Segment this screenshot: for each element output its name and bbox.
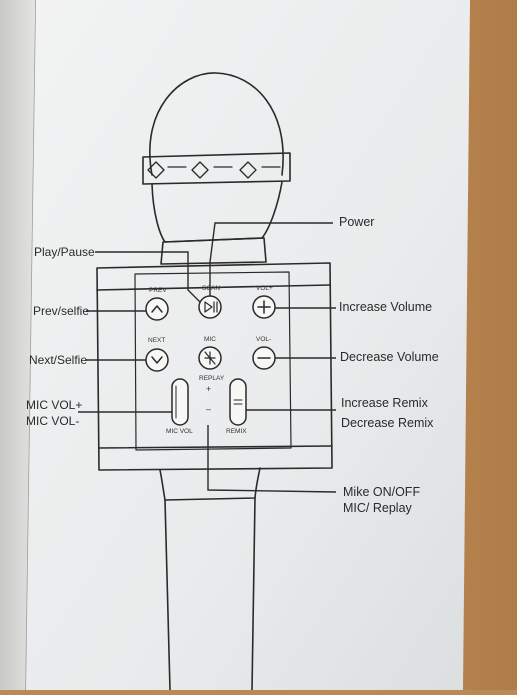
panel-scan-label: SCAN	[202, 285, 221, 292]
panel-remix-label: REMIX	[226, 428, 247, 435]
chevron-up-icon	[151, 305, 163, 313]
panel-mic-label: MIC	[204, 336, 216, 343]
mic-vol-slider	[171, 378, 189, 426]
decrease-remix-label: Decrease Remix	[341, 416, 434, 430]
next-button	[145, 348, 169, 372]
mic-grill-ring	[142, 152, 291, 185]
play-pause-line	[95, 251, 201, 303]
remix-slider	[229, 378, 247, 426]
increase-remix-label: Increase Remix	[341, 396, 428, 410]
prev-button	[145, 297, 169, 321]
plus-icon	[257, 300, 271, 314]
mic-taper	[159, 467, 261, 501]
mic-handle	[164, 497, 256, 691]
mic-vol-minus-label: MIC VOL-	[26, 414, 80, 428]
mike-on-off-line	[207, 425, 337, 493]
panel-vol-plus-label: VOL+	[256, 285, 273, 292]
panel-mic-vol-label: MIC VOL	[166, 428, 193, 435]
next-selfie-label: Next/Selfie	[29, 353, 88, 367]
control-faceplate	[134, 271, 292, 451]
mic-head-outline	[149, 72, 284, 176]
panel-minus-label: –	[206, 404, 212, 414]
remix-grip	[233, 399, 243, 405]
mic-ring-pattern	[147, 161, 281, 179]
scan-button	[198, 295, 222, 319]
mic-collar	[160, 237, 267, 265]
power-label: Power	[339, 215, 375, 229]
mike-on-off-label: Mike ON/OFF	[343, 485, 421, 499]
box-side-face	[0, 0, 36, 690]
chevron-down-icon	[151, 356, 163, 364]
control-body	[96, 262, 333, 471]
callout-lines	[78, 222, 337, 493]
decrease-volume-label: Decrease Volume	[340, 350, 439, 364]
play-pause-icon	[204, 301, 218, 313]
mic-vol-plus-label: MIC VOL+	[26, 398, 83, 412]
panel-prev-label: PREV	[149, 287, 167, 294]
panel-vol-minus-label: VOL-	[256, 336, 272, 343]
panel-next-label: NEXT	[148, 337, 166, 344]
panel-replay-label: REPLAY	[199, 375, 225, 382]
increase-volume-label: Increase Volume	[339, 300, 433, 314]
box-front-face	[26, 0, 470, 690]
mic-replay-label: MIC/ Replay	[343, 501, 412, 515]
button-symbols	[151, 300, 271, 419]
play-pause-label: Play/Pause	[34, 245, 95, 259]
panel-plus-label: +	[206, 384, 212, 394]
prev-selfie-label: Prev/selfie	[33, 304, 90, 318]
mic-symbol-icon	[204, 351, 216, 365]
power-line	[209, 222, 333, 296]
